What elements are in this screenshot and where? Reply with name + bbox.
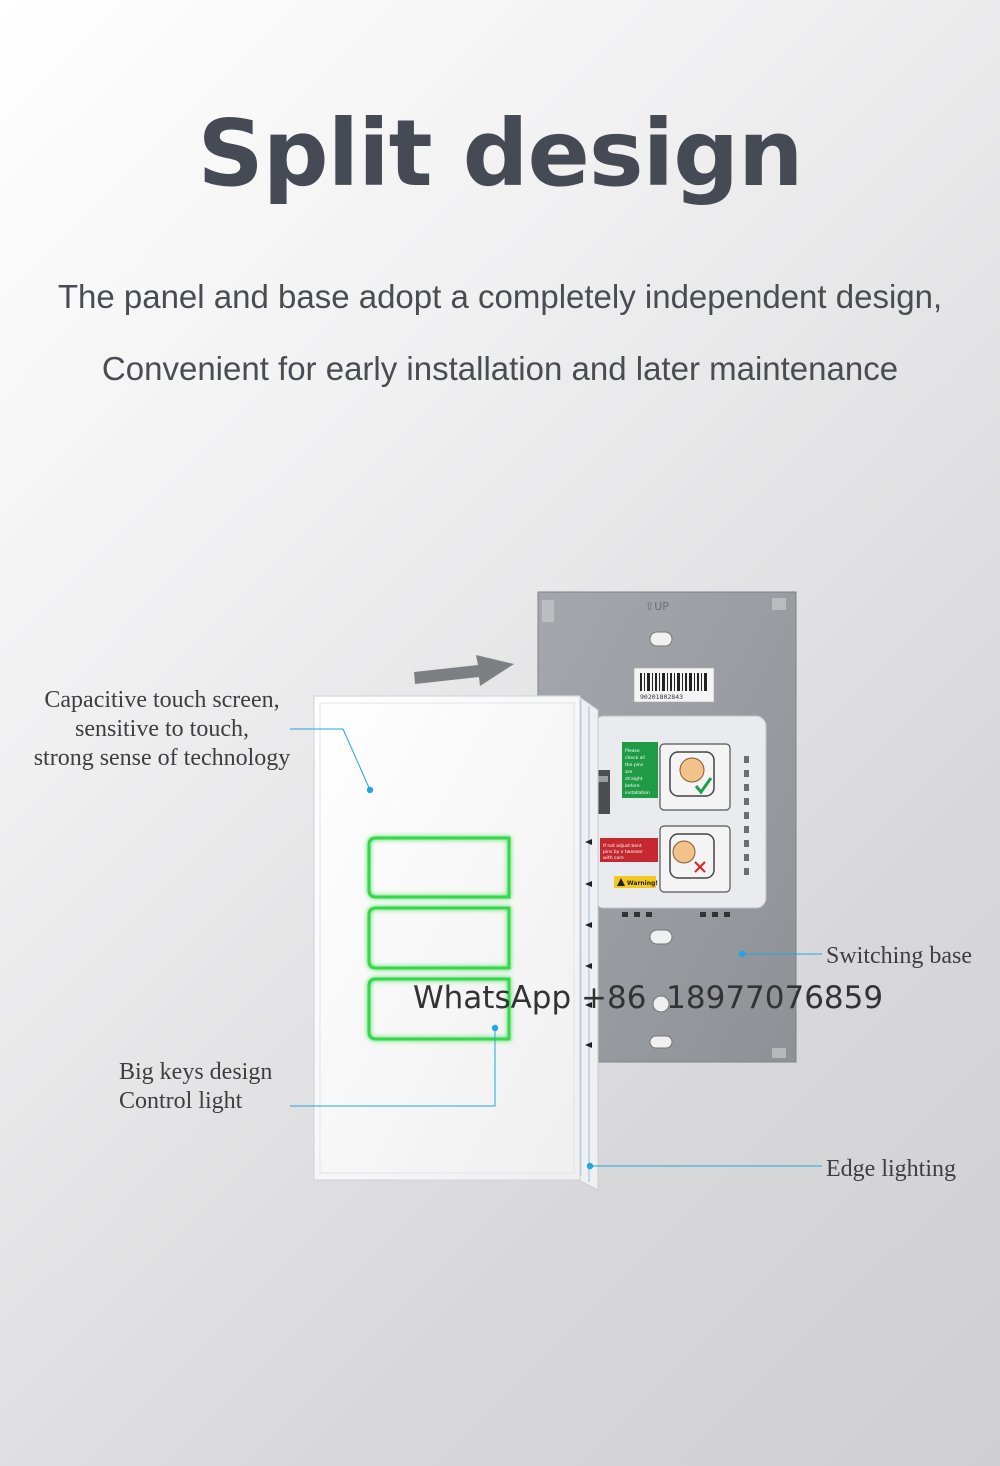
switching-base-plate: ⇧UP 90201802843 Please check [537, 591, 797, 1063]
mounting-slot [649, 631, 673, 647]
up-mark: ⇧UP [645, 600, 669, 613]
glass-panel [313, 695, 599, 1191]
barcode-label: 90201802843 [633, 667, 715, 703]
barcode-number: 90201802843 [640, 693, 683, 701]
svg-text:pins by a tweezer: pins by a tweezer [603, 849, 643, 855]
touch-callout-line-2: sensitive to touch, [75, 716, 249, 742]
svg-text:with care: with care [603, 855, 624, 861]
leader-lines [290, 728, 822, 1167]
green-sticker: Please check all the pins are straight b… [622, 742, 658, 798]
direction-arrow-icon [414, 655, 514, 686]
subtitle-line-2: Convenient for early installation and la… [101, 350, 899, 387]
svg-text:are: are [625, 769, 633, 775]
base-callout-dot [738, 950, 746, 958]
keys-callout-line-2: Control light [119, 1088, 243, 1114]
big-keys-callout: Big keys design Control light [119, 1058, 272, 1116]
switching-base-callout: Switching base [826, 943, 972, 969]
svg-text:installation: installation [625, 790, 650, 796]
touch-callout-line-3: strong sense of technology [33, 745, 291, 771]
touch-callout-line-1: Capacitive touch screen, [44, 687, 280, 713]
edge-lighting-callout: Edge lighting [826, 1156, 956, 1182]
red-sticker: If not adjust bent pins by a tweezer wit… [600, 838, 658, 862]
light-key-1 [367, 836, 511, 899]
light-key-2 [367, 906, 511, 970]
keys-callout-line-1: Big keys design [119, 1059, 273, 1085]
edge-callout-dot [586, 1162, 594, 1170]
touch-screen-callout: Capacitive touch screen, sensitive to to… [12, 686, 312, 773]
keys-callout-dot [491, 1024, 499, 1032]
svg-text:before: before [625, 783, 640, 789]
subtitle-line-1: The panel and base adopt a completely in… [57, 278, 943, 315]
touch-callout-dot [366, 786, 374, 794]
svg-text:If not adjust bent: If not adjust bent [603, 843, 642, 849]
svg-text:Please: Please [625, 748, 640, 754]
light-key-3 [367, 977, 511, 1041]
svg-text:the pins: the pins [625, 762, 644, 768]
svg-text:Warning!: Warning! [627, 880, 658, 887]
warning-sticker: Warning! [614, 876, 658, 888]
page-title: Split design [197, 100, 803, 207]
svg-text:straight: straight [625, 776, 643, 782]
cross-icon [694, 861, 706, 873]
check-icon [694, 777, 713, 795]
whatsapp-watermark: WhatsApp +86 18977076859 [413, 980, 884, 1016]
svg-text:check all: check all [625, 755, 645, 761]
